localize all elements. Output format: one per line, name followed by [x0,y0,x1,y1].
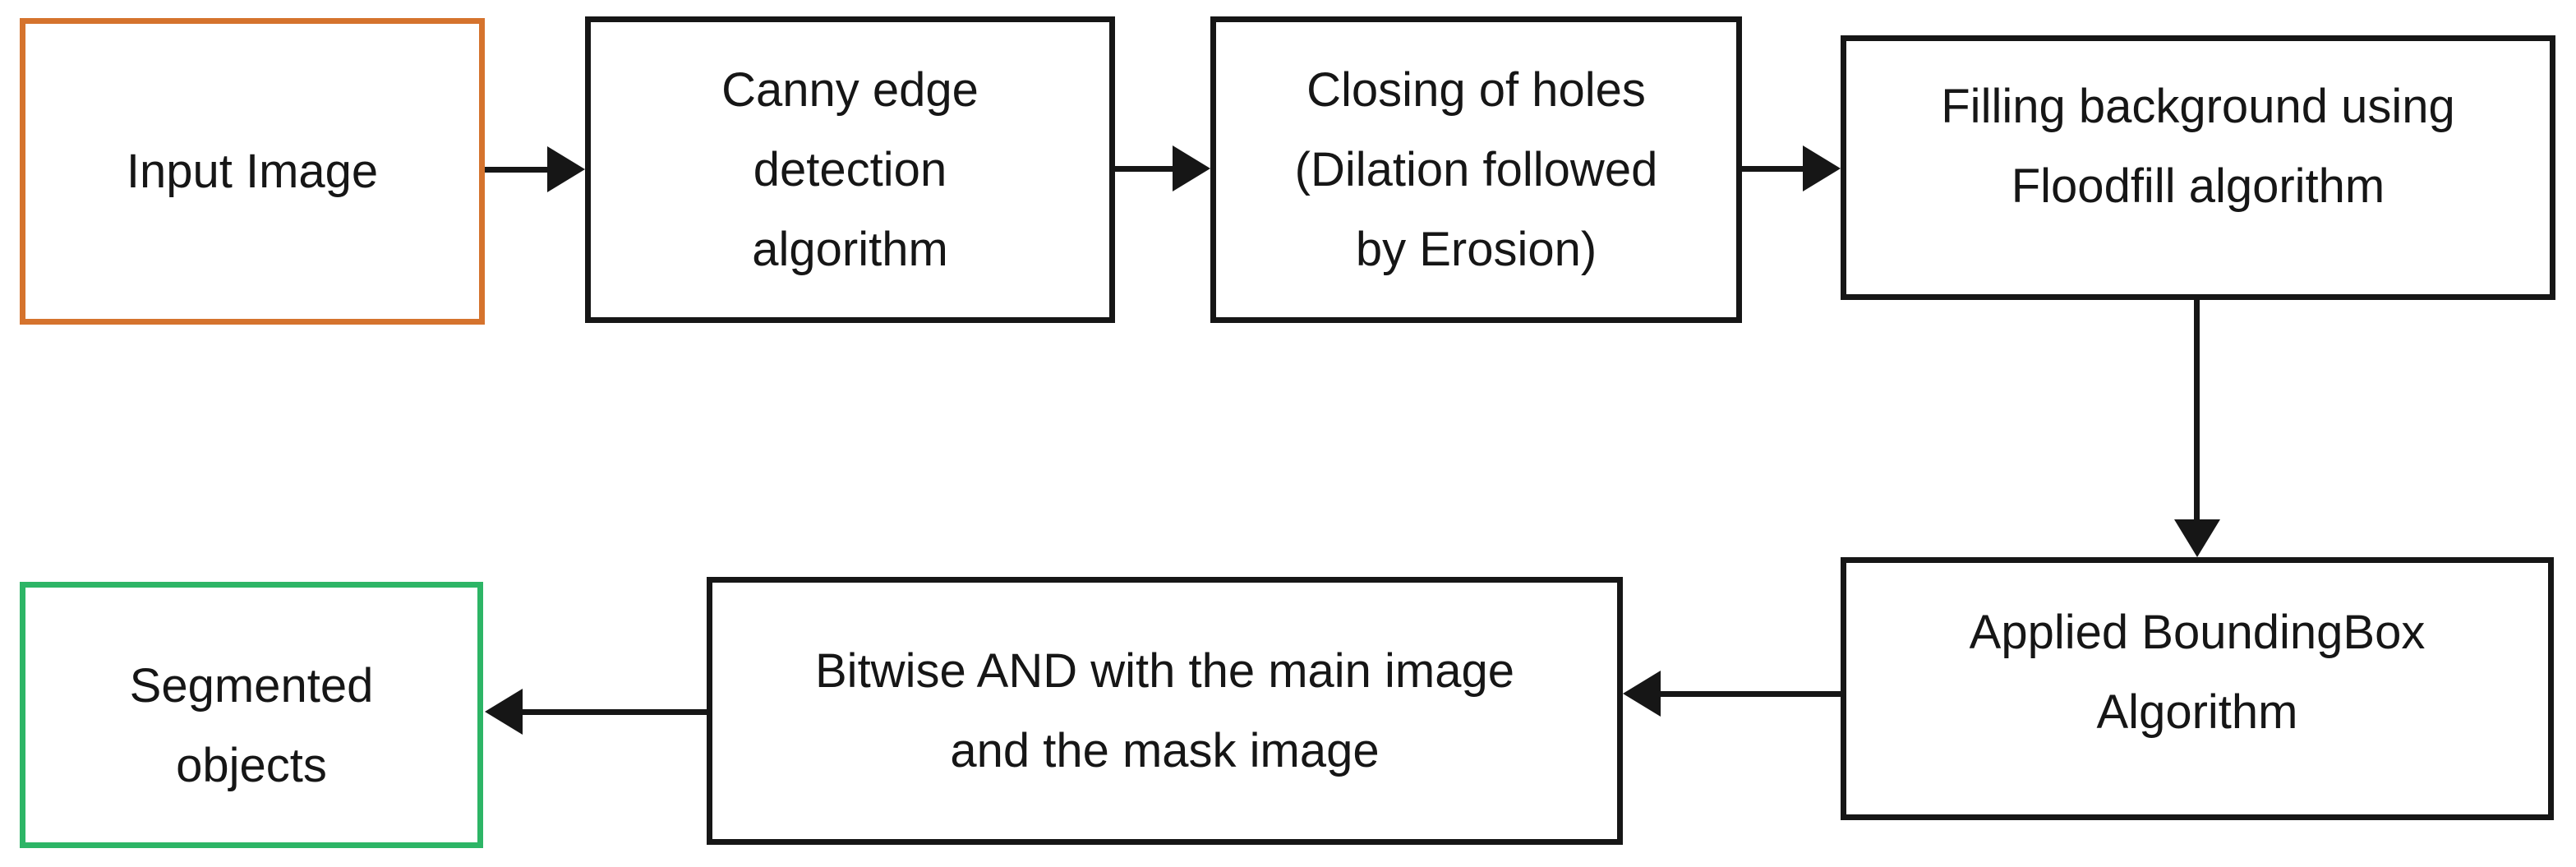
arrowhead-down-icon [2174,519,2220,557]
arrow-line [2194,300,2200,522]
arrowhead-right-icon [1803,145,1841,191]
node-boundingbox-algorithm: Applied BoundingBox Algorithm [1841,557,2554,820]
node-floodfill-label-line: Floodfill algorithm [2011,159,2385,213]
arrow-line [1657,691,1841,697]
node-canny-label-line: detection [753,143,947,196]
arrow-line [1115,166,1177,172]
node-canny-label-line: algorithm [752,223,948,276]
arrowhead-right-icon [1173,145,1210,191]
node-segmented-objects: Segmented objects [20,582,483,848]
node-closing-label-line: by Erosion) [1355,223,1597,276]
node-boundingbox-label-line: Applied BoundingBox [1969,606,2426,659]
node-segmented-label-line: Segmented [129,659,374,713]
arrow-line [519,709,707,715]
arrowhead-left-icon [1623,671,1661,717]
arrow-line [485,167,552,173]
node-floodfill-label-line: Filling background using [1941,80,2455,133]
arrowhead-right-icon [547,146,585,192]
node-bitwise-label-line: and the mask image [950,724,1380,777]
node-bitwise-label-line: Bitwise AND with the main image [815,644,1514,698]
arrowhead-left-icon [485,689,523,735]
node-segmented-label-line: objects [176,739,327,792]
node-input-image-label: Input Image [126,145,379,198]
node-closing-label-line: (Dilation followed [1294,143,1658,196]
node-bitwise-and: Bitwise AND with the main image and the … [707,577,1623,845]
node-floodfill-background: Filling background using Floodfill algor… [1841,35,2555,300]
node-canny-label-line: Canny edge [721,63,979,117]
node-closing-label-line: Closing of holes [1306,63,1646,117]
node-closing-of-holes: Closing of holes (Dilation followed by E… [1210,16,1742,323]
node-boundingbox-label-line: Algorithm [2096,685,2298,739]
node-canny-edge-detection: Canny edge detection algorithm [585,16,1115,323]
arrow-line [1742,166,1806,172]
node-input-image: Input Image [20,18,485,325]
